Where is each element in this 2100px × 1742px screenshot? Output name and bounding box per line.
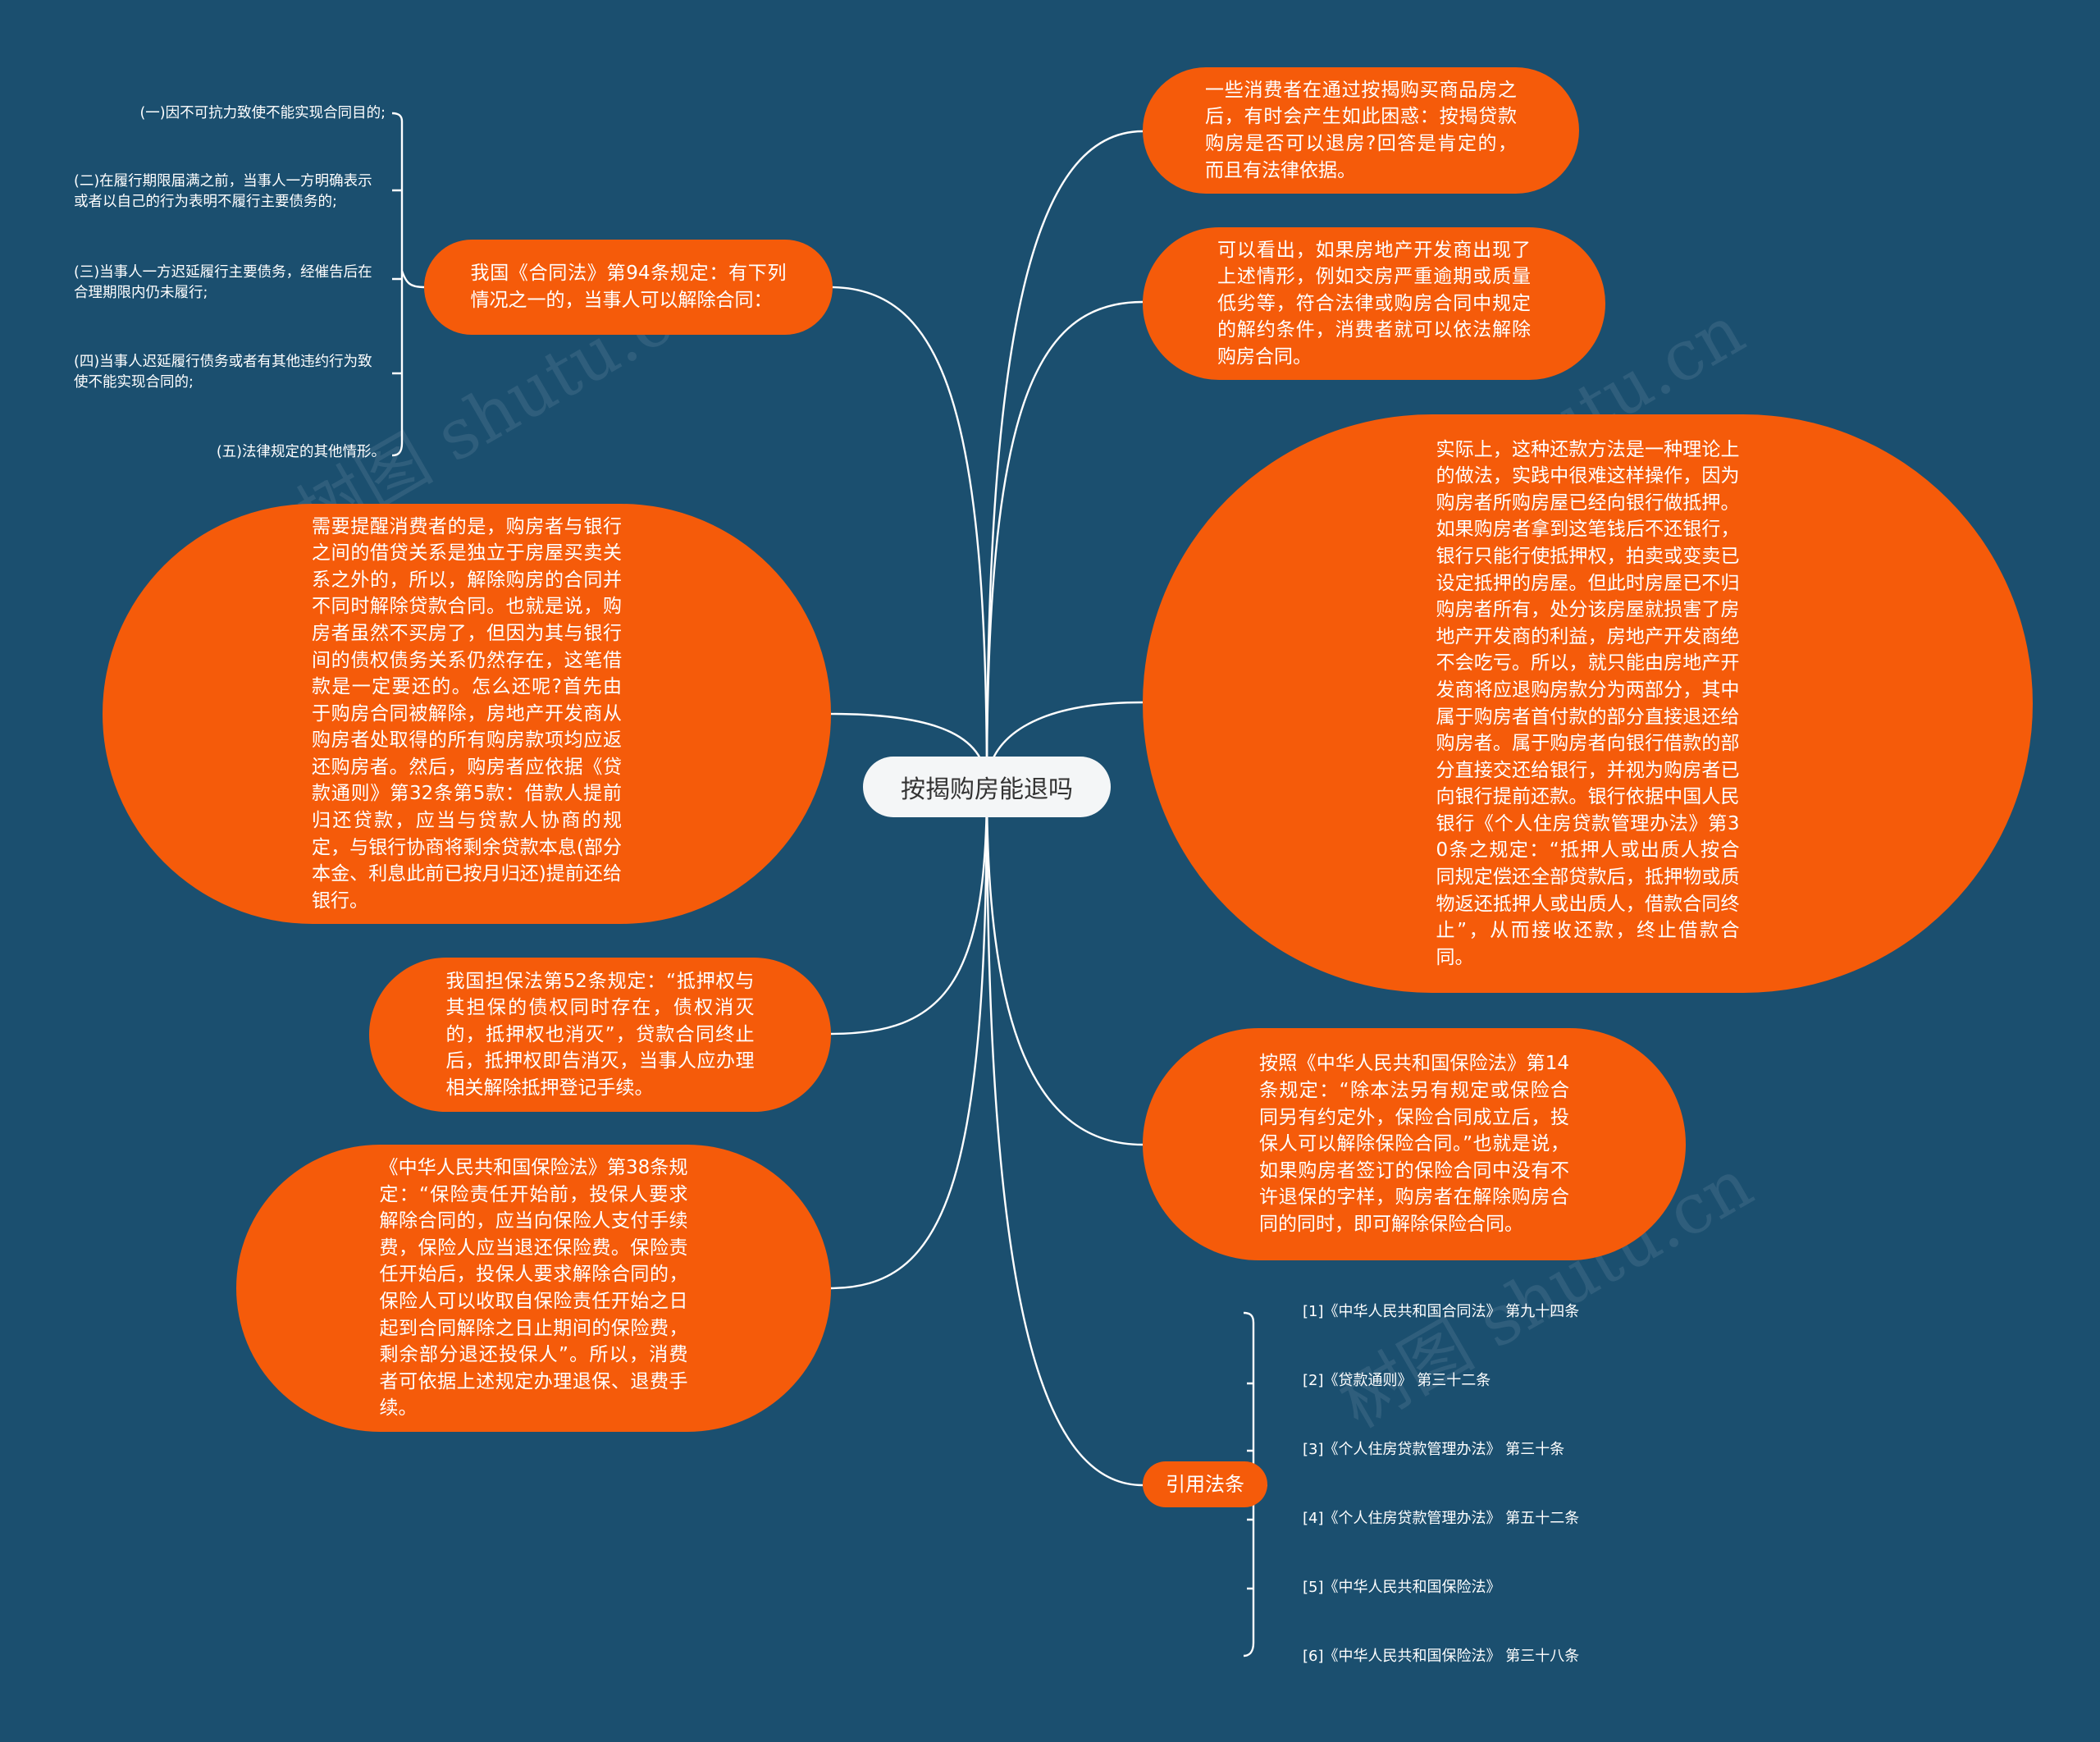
node-loan-independent[interactable]: 需要提醒消费者的是，购房者与银行之间的借贷关系是独立于房屋买卖关系之外的，所以，… [103, 504, 831, 924]
node-text: 需要提醒消费者的是，购房者与银行之间的借贷关系是独立于房屋买卖关系之外的，所以，… [312, 515, 622, 912]
node-text: 按照《中华人民共和国保险法》第14条规定：“除本法另有规定或保险合同另有约定外，… [1259, 1053, 1569, 1235]
reference-item-6: [6]《中华人民共和国保险法》 第三十八条 [1303, 1648, 1580, 1665]
node-text: 我国担保法第52条规定：“抵押权与其担保的债权同时存在，债权消灭的，抵押权也消灭… [445, 970, 755, 1099]
list-item-contract-4: (四)当事人迟延履行债务或者有其他违约行为致使不能实现合同的; [74, 354, 372, 391]
link-insurance-law-14 [985, 786, 1144, 1146]
link-contract-law-94 [829, 286, 988, 788]
reference-item-5: [5]《中华人民共和国保险法》 [1303, 1579, 1501, 1596]
node-text: 一些消费者在通过按揭购买商品房之后，有时会产生如此困惑：按揭贷款购房是否可以退房… [1205, 79, 1517, 181]
link-citations [985, 786, 1144, 1487]
root-topic[interactable]: 按揭购房能退吗 [863, 757, 1111, 817]
bracket-contract-items [391, 112, 425, 457]
node-text: 实际上，这种还款方法是一种理论上的做法，实践中很难这样操作，因为购房者所购房屋已… [1436, 438, 1740, 968]
node-citations[interactable]: 引用法条 [1143, 1461, 1267, 1507]
link-developer-breach [985, 300, 1144, 788]
reference-item-4: [4]《个人住房贷款管理办法》 第五十二条 [1303, 1510, 1580, 1527]
reference-item-3: [3]《个人住房贷款管理办法》 第三十条 [1303, 1441, 1565, 1458]
node-text: 可以看出，如果房地产开发商出现了上述情形，例如交房严重逾期或质量低劣等，符合法律… [1217, 239, 1531, 368]
node-contract-law-94[interactable]: 我国《合同法》第94条规定：有下列情况之一的，当事人可以解除合同： [424, 240, 833, 335]
link-insurance-law-38 [829, 786, 988, 1290]
link-guarantee-law-52 [829, 786, 988, 1036]
list-item-contract-3: (三)当事人一方迟延履行主要债务，经催告后在合理期限内仍未履行; [74, 264, 372, 301]
list-item-contract-5: (五)法律规定的其他情形。 [216, 444, 386, 460]
node-guarantee-law-52[interactable]: 我国担保法第52条规定：“抵押权与其担保的债权同时存在，债权消灭的，抵押权也消灭… [369, 958, 831, 1112]
node-insurance-law-14[interactable]: 按照《中华人民共和国保险法》第14条规定：“除本法另有规定或保险合同另有约定外，… [1143, 1028, 1686, 1260]
list-item-contract-2: (二)在履行期限届满之前，当事人一方明确表示或者以自己的行为表明不履行主要债务的… [74, 173, 372, 210]
list-item-contract-1: (一)因不可抗力致使不能实现合同目的; [139, 105, 386, 121]
node-insurance-law-38[interactable]: 《中华人民共和国保险法》第38条规定：“保险责任开始前，投保人要求解除合同的，应… [236, 1145, 831, 1432]
link-intro [985, 130, 1144, 788]
node-developer-breach[interactable]: 可以看出，如果房地产开发商出现了上述情形，例如交房严重逾期或质量低劣等，符合法律… [1143, 227, 1605, 380]
node-in-practice[interactable]: 实际上，这种还款方法是一种理论上的做法，实践中很难这样操作，因为购房者所购房屋已… [1143, 414, 2033, 993]
reference-item-2: [2]《贷款通则》 第三十二条 [1303, 1372, 1491, 1389]
node-text: 《中华人民共和国保险法》第38条规定：“保险责任开始前，投保人要求解除合同的，应… [379, 1157, 688, 1420]
bracket-references [1243, 1311, 1268, 1657]
node-intro[interactable]: 一些消费者在通过按揭购买商品房之后，有时会产生如此困惑：按揭贷款购房是否可以退房… [1143, 67, 1579, 194]
node-text: 我国《合同法》第94条规定：有下列情况之一的，当事人可以解除合同： [470, 263, 787, 311]
node-text: 引用法条 [1166, 1472, 1244, 1496]
reference-item-1: [1]《中华人民共和国合同法》 第九十四条 [1303, 1303, 1580, 1320]
